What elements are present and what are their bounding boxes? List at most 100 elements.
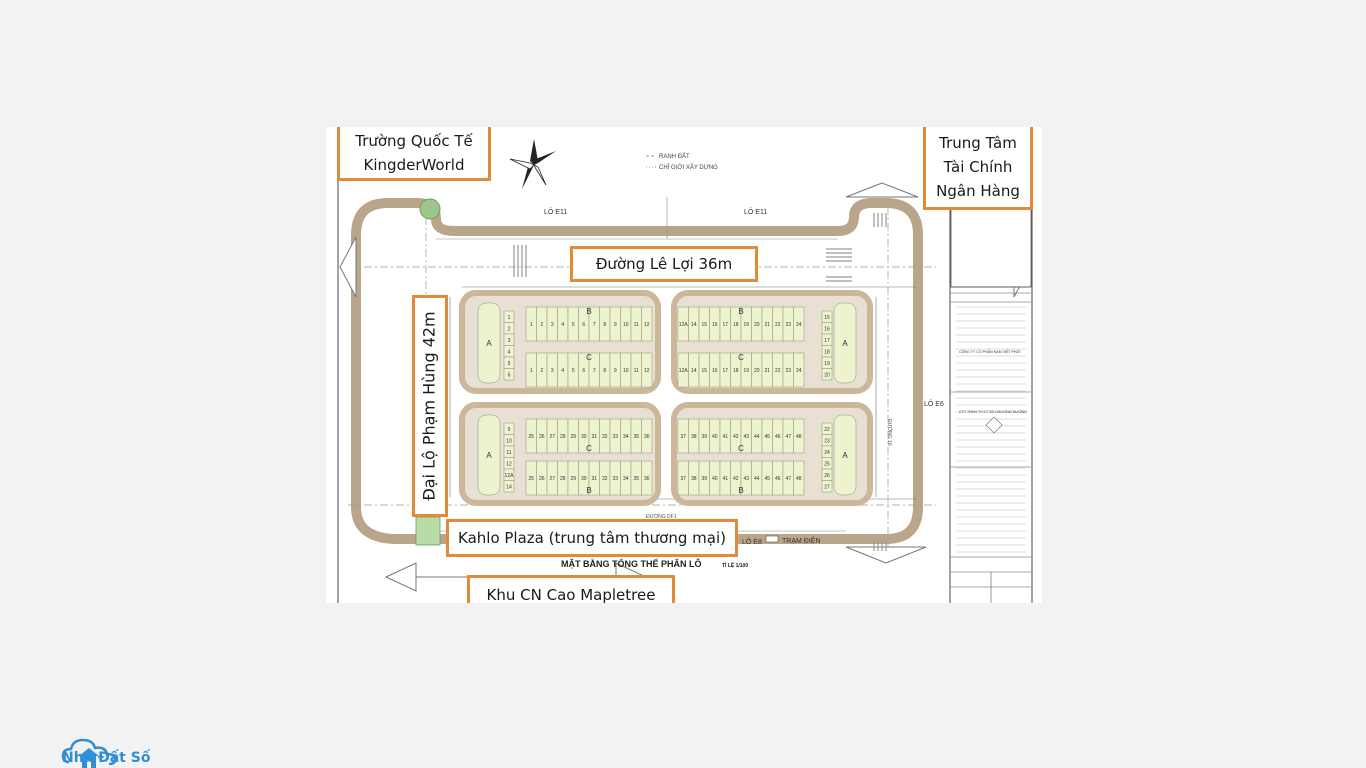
- lot-number: 5: [572, 368, 575, 374]
- corner-lot: [477, 302, 501, 384]
- nha-dat-so-logo-icon: [61, 738, 117, 768]
- lot-number: 12A: [679, 368, 689, 374]
- callout-kahlo-text: Kahlo Plaza (trung tâm thương mại): [458, 529, 726, 547]
- block-letter: B: [738, 307, 743, 316]
- lot-number: 44: [754, 476, 760, 482]
- titleblock-designer: CTY TNHH TV KT XD CHƯƠNG DƯƠNG: [959, 410, 1027, 414]
- lot-number: 28: [560, 476, 566, 482]
- lot-number: 26: [539, 434, 545, 440]
- lot-number: 19: [743, 368, 749, 374]
- lot-number: 34: [623, 476, 629, 482]
- lot-number: 38: [691, 434, 697, 440]
- block-letter: C: [738, 353, 744, 362]
- lot-number: 31: [591, 476, 597, 482]
- label-e11-left: LÔ E11: [544, 207, 567, 216]
- lot-number: 15: [824, 315, 830, 321]
- lot-number: 12A: [679, 322, 689, 328]
- lot-number: 10: [506, 438, 512, 444]
- lot-number: 14: [691, 322, 697, 328]
- lot-number: 14: [506, 484, 512, 490]
- lot-number: 32: [602, 434, 608, 440]
- lot-number: 2: [508, 326, 511, 332]
- lot-number: 27: [824, 484, 830, 490]
- block-letter: C: [586, 353, 592, 362]
- lot-number: 39: [701, 434, 707, 440]
- block-letter: B: [738, 486, 743, 495]
- lot-cell: [641, 460, 653, 496]
- lot-number: 47: [785, 476, 791, 482]
- lot-number: 33: [612, 476, 618, 482]
- lot-number: 9: [508, 427, 511, 433]
- callout-finance-line-2: Tài Chính: [943, 158, 1013, 176]
- lot-number: 29: [570, 476, 576, 482]
- lot-number: 35: [633, 434, 639, 440]
- legend-boundary: RANH ĐẤT: [659, 153, 690, 160]
- block-letter: B: [586, 486, 591, 495]
- lot-cell: [793, 352, 805, 388]
- lot-number: 18: [824, 349, 830, 355]
- lot-number: 36: [644, 434, 650, 440]
- block-letter: A: [486, 339, 492, 348]
- lot-number: 37: [680, 434, 686, 440]
- lot-number: 7: [593, 368, 596, 374]
- lot-number: 19: [743, 322, 749, 328]
- lot-number: 43: [743, 476, 749, 482]
- legend-setback: CHỈ GIỚI XÂY DỰNG: [659, 164, 718, 171]
- callout-school-line-1: Trường Quốc Tế: [355, 131, 473, 150]
- lot-number: 3: [551, 368, 554, 374]
- lot-number: 26: [824, 473, 830, 479]
- label-power-station: TRẠM ĐIỆN: [782, 536, 821, 545]
- lot-number: 40: [712, 434, 718, 440]
- lot-number: 24: [796, 368, 802, 374]
- label-road-16: ĐƯỜNG 16: [886, 419, 893, 446]
- block-letter: B: [586, 307, 591, 316]
- lot-number: 7: [593, 322, 596, 328]
- callout-school-line-2: KingderWorld: [363, 155, 465, 174]
- drawing-scale: TỈ LỆ 1/100: [722, 561, 748, 569]
- lot-number: 41: [722, 476, 728, 482]
- corner-lots-a-bottomright: A: [833, 414, 857, 496]
- lot-number: 15: [701, 368, 707, 374]
- lot-cell: [503, 480, 515, 493]
- lot-cell: [793, 306, 805, 342]
- lot-number: 22: [775, 368, 781, 374]
- lot-number: 20: [824, 372, 830, 378]
- corner-lot: [833, 302, 857, 384]
- lot-number: 3: [508, 338, 511, 344]
- lot-number: 37: [680, 476, 686, 482]
- label-e8: LÔ E8: [742, 537, 762, 546]
- north-arrow-icon: [509, 139, 556, 189]
- corner-lot: [833, 414, 857, 496]
- lot-number: 1: [530, 368, 533, 374]
- lot-number: 11: [634, 368, 639, 374]
- callout-kahlo-plaza: Kahlo Plaza (trung tâm thương mại): [446, 519, 738, 557]
- lot-number: 12A: [505, 473, 515, 479]
- lot-number: 45: [764, 434, 770, 440]
- callout-finance-center: Trung Tâm Tài Chính Ngân Hàng: [923, 127, 1033, 210]
- lot-number: 40: [712, 476, 718, 482]
- lot-number: 24: [796, 322, 802, 328]
- lot-number: 39: [701, 476, 707, 482]
- lot-cell: [503, 368, 515, 381]
- lot-number: 22: [824, 427, 830, 433]
- lot-number: 21: [764, 368, 770, 374]
- corner-lots-a-topleft: A: [477, 302, 501, 384]
- lot-number: 25: [528, 476, 534, 482]
- lot-number: 35: [633, 476, 639, 482]
- lot-number: 12: [644, 368, 650, 374]
- lot-number: 48: [796, 476, 802, 482]
- block-letter: C: [586, 444, 592, 453]
- lot-number: 23: [785, 368, 791, 374]
- lot-number: 24: [824, 450, 830, 456]
- lot-number: 18: [733, 368, 739, 374]
- callout-finance-line-1: Trung Tâm: [939, 134, 1017, 152]
- corner-lots-a-bottomleft: A: [477, 414, 501, 496]
- lot-cell: [793, 418, 805, 454]
